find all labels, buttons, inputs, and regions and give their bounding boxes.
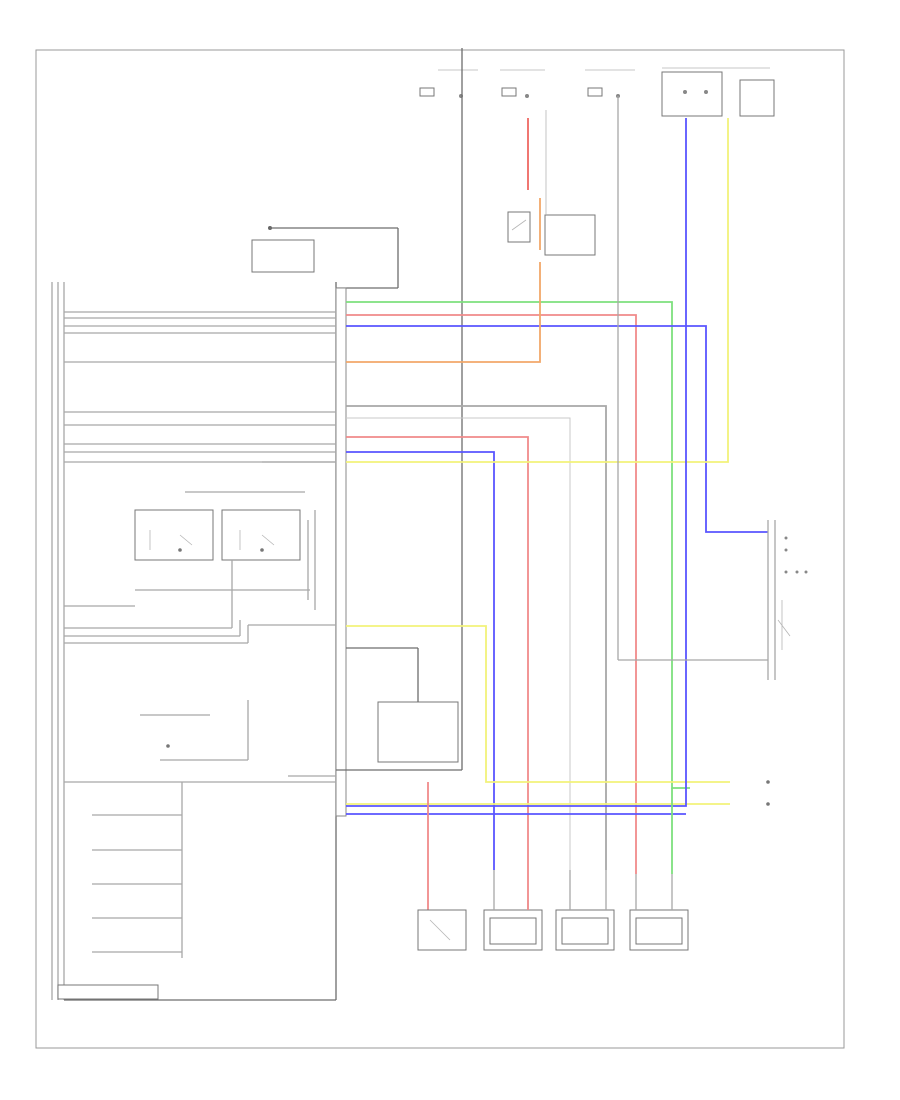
inner-relay-block (377, 701, 459, 763)
connector-strip (335, 287, 347, 817)
gauge-pin-4-icon (795, 570, 799, 574)
gauge-pin-5-icon (804, 570, 808, 574)
bottom-left-relay-group (64, 781, 336, 958)
pressure-switch (417, 909, 467, 951)
switch-1-icon (178, 548, 182, 552)
wire-red-2 (346, 436, 529, 900)
diagram-footer-code (36, 1047, 76, 1053)
diagram-frame (35, 49, 845, 1049)
wire-blue-2 (346, 451, 495, 870)
right-gauge-group (617, 406, 808, 680)
switch-2-icon (260, 548, 264, 552)
wire-gray-1 (346, 405, 607, 870)
switch-group-left (134, 491, 310, 591)
relay-1-icon (683, 90, 687, 94)
wire-yellow-2 (346, 625, 730, 783)
relay-box-middle (507, 211, 531, 243)
connector-arrow-2-icon (766, 802, 770, 806)
relay-box-top-right (661, 71, 723, 117)
fuse-area (419, 67, 775, 117)
gauge-pin-2-icon (784, 548, 788, 552)
fuse-2-icon (525, 94, 529, 98)
bottom-sensor-group (417, 870, 689, 951)
wire-gray-2 (346, 417, 571, 870)
gauge-pin-1-icon (784, 536, 788, 540)
wire-green-1 (346, 301, 690, 789)
relay-2-icon (704, 90, 708, 94)
wire-yellow-1 (346, 118, 729, 463)
junction-connector-top (251, 239, 315, 273)
left-control-module (51, 282, 337, 1001)
wire-blue-3 (346, 118, 687, 807)
gauge-pin-3-icon (784, 570, 788, 574)
wire-blue-1 (346, 325, 768, 533)
wire-red-1 (346, 314, 637, 874)
relay-contact-icon (166, 744, 170, 748)
connector-arrow-1-icon (766, 780, 770, 784)
